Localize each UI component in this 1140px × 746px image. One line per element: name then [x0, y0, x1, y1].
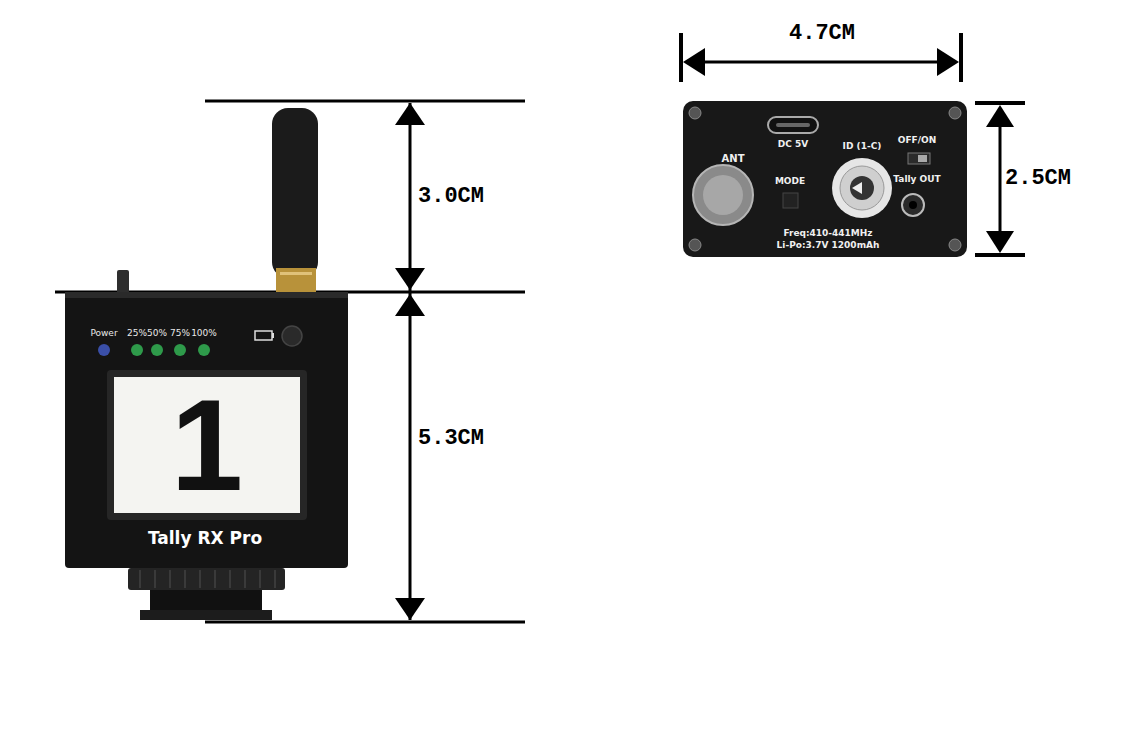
port-label: Freq:410-441MHz	[783, 229, 872, 239]
arrowhead	[683, 48, 705, 76]
indicator-label: 25%	[127, 329, 147, 339]
antenna-socket	[693, 165, 753, 225]
indicator-label: Tally RX Pro	[148, 529, 262, 548]
device-body	[65, 292, 348, 568]
power-slide-switch	[908, 153, 930, 164]
dimension-line	[409, 103, 412, 620]
dimension-label: 4.7CM	[789, 22, 855, 46]
arrowhead	[395, 103, 425, 125]
battery-led	[198, 344, 210, 356]
arrowhead	[986, 231, 1014, 253]
battery-icon	[272, 333, 274, 338]
dial-pointer	[852, 182, 862, 194]
tally-display: 1	[107, 370, 307, 520]
usb-c-tongue	[776, 123, 810, 127]
port-label: Li-Po:3.7V 1200mAh	[777, 241, 880, 251]
shoe-plate	[140, 610, 272, 620]
battery-led	[151, 344, 163, 356]
arrowhead	[395, 598, 425, 620]
arrowheads	[395, 103, 425, 620]
indicator-label: 50%	[147, 329, 167, 339]
device-front: Power 25%50%75%100% Tally RX Pro 1	[65, 292, 348, 568]
camera-number: 1	[171, 380, 243, 510]
arrowhead	[986, 105, 1014, 127]
dimension-label: 3.0CM	[418, 185, 484, 209]
port-label: MODE	[775, 177, 805, 187]
antenna-socket	[703, 175, 743, 215]
connector-highlight	[280, 272, 312, 275]
usb-c-port	[768, 117, 818, 133]
screws	[689, 107, 961, 251]
indicator-label: 75%	[170, 329, 190, 339]
antenna-connector	[276, 268, 316, 292]
back-panel	[683, 101, 967, 257]
extension-line	[205, 100, 525, 103]
nut-knurl	[140, 570, 275, 588]
battery-led	[131, 344, 143, 356]
back-panel-box: ANT DC 5V ID (1-C) OFF/ON MODE Tally OUT Freq:…	[683, 101, 967, 257]
id-dial	[832, 158, 892, 218]
port-label: OFF/ON	[898, 136, 936, 146]
battery-led	[174, 344, 186, 356]
arrowhead	[937, 48, 959, 76]
power-led	[98, 344, 110, 356]
battery-icon	[255, 331, 272, 340]
indicator-label: Power	[90, 329, 117, 339]
port-label: ANT	[722, 153, 745, 164]
tally-out-jack	[902, 194, 924, 216]
body-top-edge	[65, 292, 348, 298]
switch-knob	[918, 155, 927, 162]
port-label: DC 5V	[778, 140, 808, 150]
arrowhead	[395, 268, 425, 290]
shoe-nut	[128, 568, 285, 590]
antenna	[272, 108, 318, 278]
mode-button	[783, 193, 798, 208]
dial-knob	[850, 176, 874, 200]
dimension-label: 2.5CM	[1005, 167, 1071, 191]
tally-out-jack	[909, 201, 917, 209]
id-dial	[840, 166, 884, 210]
push-button	[282, 326, 302, 346]
port-label: ID (1-C)	[843, 142, 882, 152]
extension-line	[205, 621, 525, 624]
power-switch	[117, 270, 129, 294]
extension-lines	[55, 101, 525, 622]
port-label: Tally OUT	[893, 175, 940, 185]
dimension-label: 5.3CM	[418, 427, 484, 451]
arrowhead	[395, 294, 425, 316]
indicator-label: 100%	[191, 329, 217, 339]
